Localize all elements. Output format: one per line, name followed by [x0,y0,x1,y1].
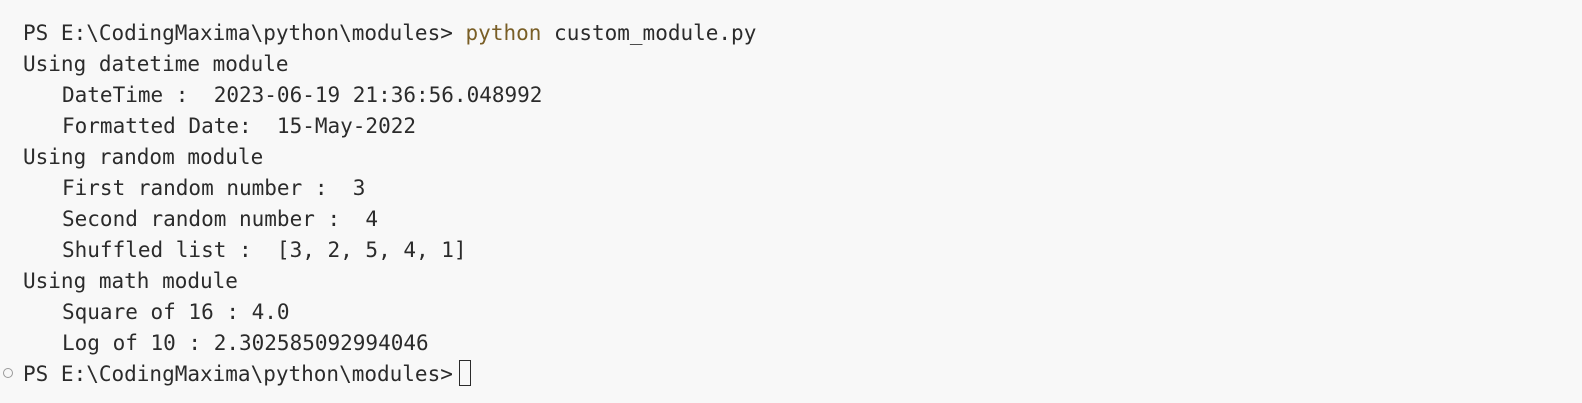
command-program: python [465,21,542,45]
output-line-second-random: Second random number : 4 [62,207,379,231]
output-line-section-datetime: Using datetime module [23,52,289,76]
output-line-formatted-date: Formatted Date: 15-May-2022 [62,114,417,138]
output-line-log: Log of 10 : 2.302585092994046 [62,331,429,355]
command-args: custom_module.py [554,21,757,45]
command-status-circle-icon[interactable] [3,368,13,378]
output-line-datetime: DateTime : 2023-06-19 21:36:56.048992 [62,83,543,107]
final-prompt: PS E:\CodingMaxima\python\modules> [23,362,453,386]
command-line: PS E:\CodingMaxima\python\modules> pytho… [23,18,1582,49]
prompt: PS E:\CodingMaxima\python\modules> [23,21,453,45]
final-prompt-line[interactable]: PS E:\CodingMaxima\python\modules> [3,359,1582,390]
output-line-section-random: Using random module [23,145,264,169]
output-line-shuffled-list: Shuffled list : [3, 2, 5, 4, 1] [62,238,467,262]
text-cursor [458,360,471,386]
output-line-section-math: Using math module [23,269,238,293]
output-line-first-random: First random number : 3 [62,176,366,200]
output-line-square: Square of 16 : 4.0 [62,300,290,324]
